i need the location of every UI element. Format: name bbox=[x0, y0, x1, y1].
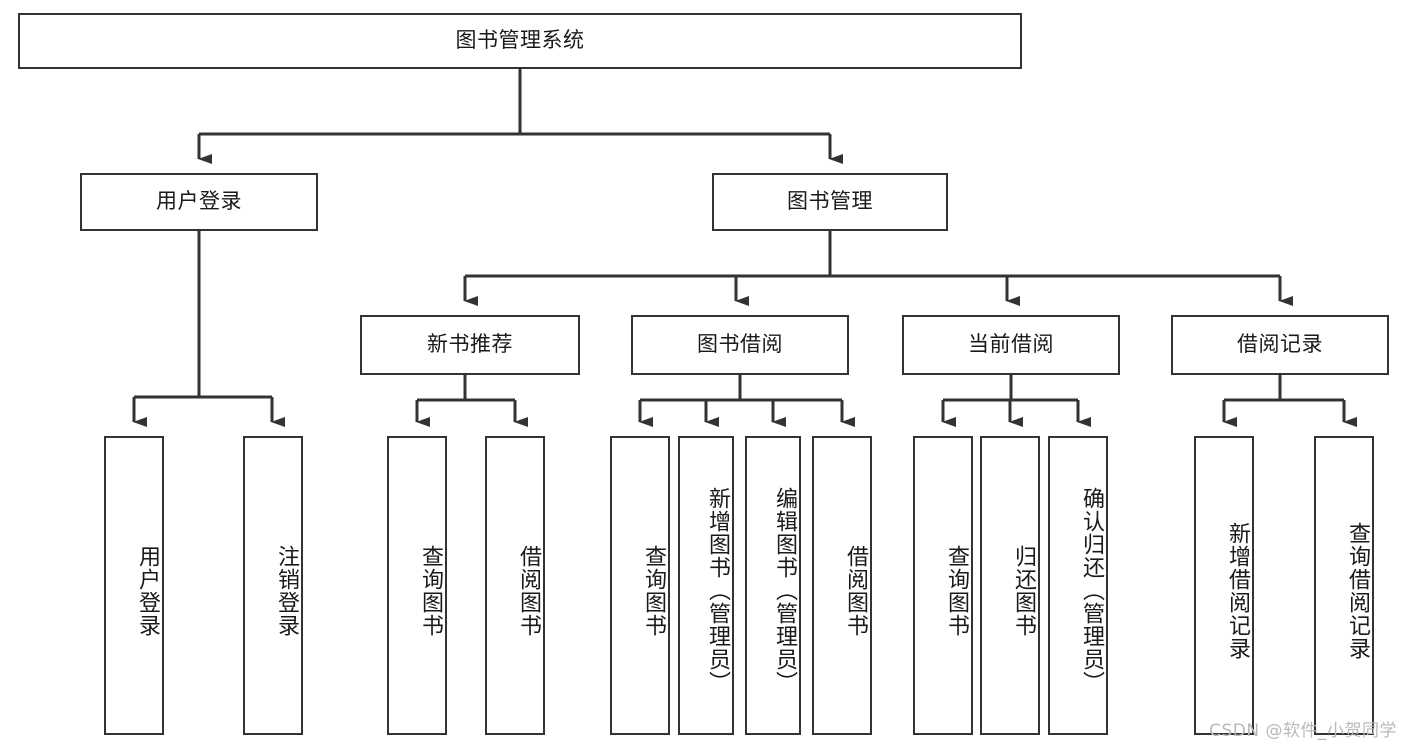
node-current-borrow[interactable]: 当前借阅 bbox=[902, 315, 1120, 375]
node-borrow-records[interactable]: 借阅记录 bbox=[1171, 315, 1389, 375]
leaf-borrow-book-newbook[interactable]: 借阅图书 bbox=[485, 436, 545, 735]
watermark-text: CSDN @软件_小贺同学 bbox=[1209, 721, 1397, 741]
edges-userlogin-to-leaves bbox=[132, 231, 285, 427]
leaf-borrow-book[interactable]: 借阅图书 bbox=[812, 436, 872, 735]
leaf-query-borrow-record[interactable]: 查询借阅记录 bbox=[1314, 436, 1374, 735]
leaf-logout[interactable]: 注销登录 bbox=[243, 436, 303, 735]
node-user-login[interactable]: 用户登录 bbox=[80, 173, 318, 231]
edges-borrow-to-leaves bbox=[638, 375, 855, 427]
node-root[interactable]: 图书管理系统 bbox=[18, 13, 1022, 69]
leaf-user-login[interactable]: 用户登录 bbox=[104, 436, 164, 735]
leaf-add-book-admin[interactable]: 新增图书（管理员） bbox=[678, 436, 734, 735]
leaf-return-book[interactable]: 归还图书 bbox=[980, 436, 1040, 735]
edges-current-to-leaves bbox=[941, 375, 1091, 427]
leaf-query-book-newbook[interactable]: 查询图书 bbox=[387, 436, 447, 735]
node-book-borrow[interactable]: 图书借阅 bbox=[631, 315, 849, 375]
leaf-add-borrow-record[interactable]: 新增借阅记录 bbox=[1194, 436, 1254, 735]
node-new-book-recommend[interactable]: 新书推荐 bbox=[360, 315, 580, 375]
leaf-query-book-current[interactable]: 查询图书 bbox=[913, 436, 973, 735]
leaf-edit-book-admin[interactable]: 编辑图书（管理员） bbox=[745, 436, 801, 735]
edges-bookmgmt-to-level3 bbox=[463, 231, 1293, 306]
edges-root-to-level2 bbox=[197, 69, 843, 164]
leaf-query-book-borrow[interactable]: 查询图书 bbox=[610, 436, 670, 735]
edges-newbook-to-leaves bbox=[415, 375, 528, 427]
node-book-management[interactable]: 图书管理 bbox=[712, 173, 948, 231]
leaf-confirm-return-admin[interactable]: 确认归还（管理员） bbox=[1048, 436, 1108, 735]
edges-records-to-leaves bbox=[1222, 375, 1357, 427]
